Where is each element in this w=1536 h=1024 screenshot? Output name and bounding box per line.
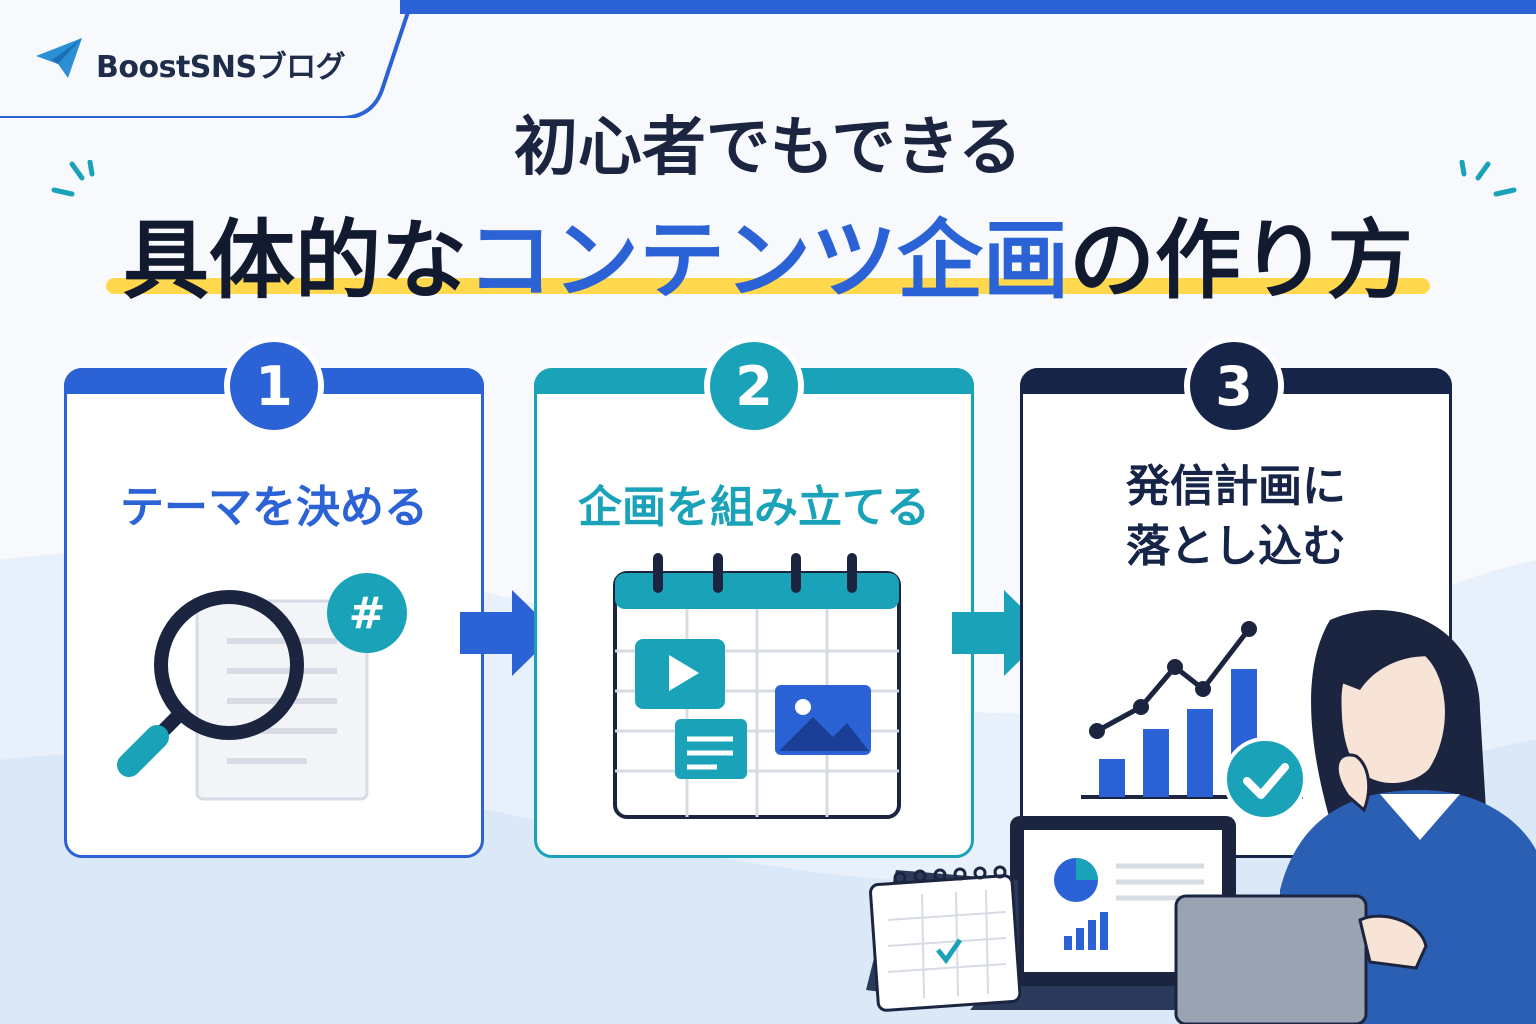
laptop-gray-icon bbox=[1174, 894, 1428, 1024]
title-part-before: 具体的な bbox=[123, 211, 467, 311]
step-badge-3: 3 bbox=[1184, 336, 1284, 436]
video-icon bbox=[635, 639, 725, 709]
step-1-title: テーマを決める bbox=[120, 482, 428, 533]
image-icon bbox=[775, 685, 871, 755]
hashtag-text: # bbox=[349, 588, 386, 639]
logo-frame bbox=[0, 0, 414, 118]
title-line-1: 初心者でもできる bbox=[513, 111, 1023, 185]
calendar-icon bbox=[613, 553, 901, 819]
text-icon bbox=[675, 719, 747, 779]
check-icon bbox=[1223, 737, 1307, 821]
person-icon bbox=[1280, 610, 1536, 1024]
top-accent-bar bbox=[400, 0, 1536, 14]
step-3-title: 発信計画に 落とし込む bbox=[1023, 457, 1449, 577]
title-underline bbox=[106, 278, 1430, 294]
step-card-1[interactable]: テーマを決める # bbox=[64, 368, 484, 858]
title-part-after: の作り方 bbox=[1069, 211, 1413, 311]
desk-calendar-icon bbox=[866, 865, 1022, 1012]
paper-plane-icon bbox=[36, 38, 82, 78]
arrow-right-icon bbox=[460, 590, 556, 676]
hashtag-icon: # bbox=[327, 573, 407, 653]
title-line-2: 具体的なコンテンツ企画の作り方 bbox=[0, 190, 1536, 315]
magnifier-icon bbox=[117, 590, 304, 777]
sparkle-right-icon bbox=[1459, 160, 1517, 197]
step-3-title-line-1: 発信計画に bbox=[1126, 461, 1346, 512]
theme-illustration bbox=[117, 590, 369, 801]
title-highlight: コンテンツ企画 bbox=[467, 211, 1069, 311]
desk-scene bbox=[866, 610, 1536, 1024]
sparkle-left-icon bbox=[51, 160, 95, 197]
step-badge-2: 2 bbox=[704, 336, 804, 436]
logo-text[interactable]: BoostSNSブログ bbox=[96, 50, 346, 85]
step-badge-1: 1 bbox=[224, 336, 324, 436]
step-2-title: 企画を組み立てる bbox=[578, 482, 930, 533]
step-3-title-line-2: 落とし込む bbox=[1126, 521, 1346, 572]
step-card-2[interactable]: 企画を組み立てる bbox=[534, 368, 974, 858]
